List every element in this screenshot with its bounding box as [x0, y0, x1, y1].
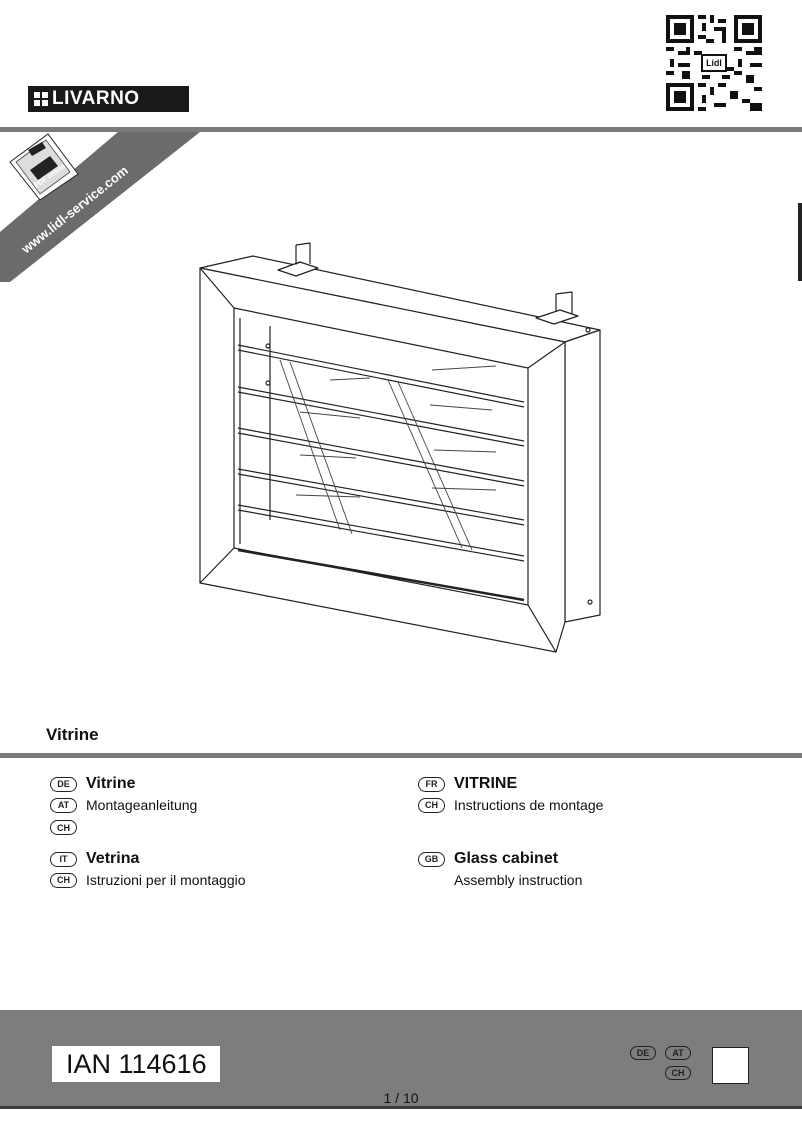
country-badge-ch: CH	[50, 872, 77, 888]
lang-title-de: Vitrine	[86, 775, 136, 792]
lang-badge-row-ch: CH	[50, 820, 86, 835]
brand-name: LIVARNO	[52, 88, 140, 109]
footer-badge-at: AT	[665, 1046, 691, 1060]
lang-block-gb: GB Glass cabinet	[418, 850, 558, 868]
country-badge-gb: GB	[418, 851, 445, 867]
country-badge-at: AT	[50, 797, 77, 813]
lang-title-gb: Glass cabinet	[454, 850, 559, 867]
footer-badge-ch: CH	[665, 1066, 691, 1080]
lang-title-fr: VITRINE	[454, 775, 518, 792]
country-badge-ch: CH	[50, 820, 77, 835]
lang-sub-row-gb: Assembly instruction	[454, 872, 582, 888]
lang-subtitle-de: Montageanleitung	[86, 797, 198, 813]
product-title: Vitrine	[46, 725, 99, 744]
qr-code-icon: Lidl	[666, 15, 762, 111]
lang-subtitle-gb: Assembly instruction	[454, 872, 583, 888]
pdf-online-icon: PDF online	[9, 133, 79, 201]
title-rule	[0, 753, 802, 758]
lang-sub-row-de: AT Montageanleitung	[50, 797, 197, 813]
qr-center-label: Lidl	[706, 58, 722, 68]
livarno-logo: LIVARNO	[28, 86, 189, 112]
country-badge-ch: CH	[418, 797, 445, 813]
lang-sub-row-fr: CH Instructions de montage	[418, 797, 603, 813]
page-number: 1 / 10	[383, 1090, 419, 1106]
lang-subtitle-fr: Instructions de montage	[454, 797, 604, 813]
country-badge-it: IT	[50, 851, 77, 867]
lang-block-it: IT Vetrina	[50, 850, 139, 868]
footer-bottom-rule	[0, 1106, 802, 1109]
blank-square	[712, 1047, 749, 1084]
header-rule	[0, 127, 802, 132]
service-ribbon: www.lidl-service.com PDF online	[0, 132, 200, 282]
glass-cabinet-illustration	[199, 242, 601, 653]
lang-block-fr: FR VITRINE	[418, 775, 517, 793]
logo-cross-icon	[34, 92, 48, 106]
edge-marker	[798, 203, 802, 281]
lang-sub-row-it: CH Istruzioni per il montaggio	[50, 872, 246, 888]
lang-title-it: Vetrina	[86, 850, 140, 867]
lang-block-de: DE Vitrine	[50, 775, 136, 793]
footer-country-badges: DE AT CH	[630, 1046, 696, 1086]
footer-badge-de: DE	[630, 1046, 656, 1060]
lang-subtitle-it: Istruzioni per il montaggio	[86, 872, 246, 888]
country-badge-fr: FR	[418, 776, 445, 792]
country-badge-de: DE	[50, 776, 77, 792]
ian-number: IAN 114616	[52, 1046, 220, 1082]
